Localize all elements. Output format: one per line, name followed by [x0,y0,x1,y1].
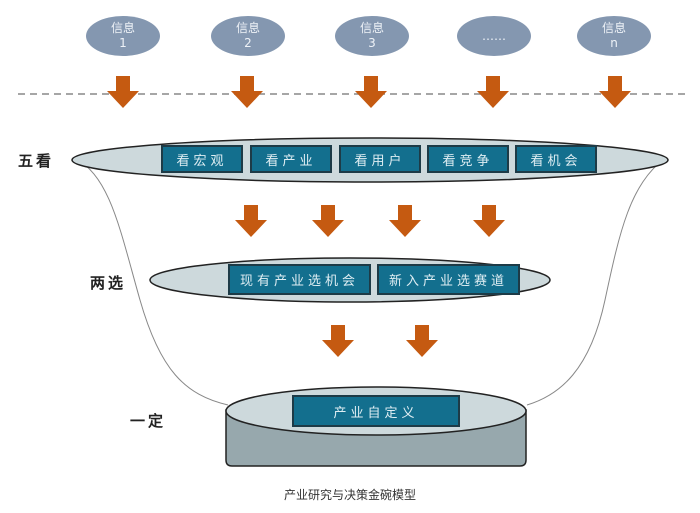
box-existing-industry: 现有产业选机会 [228,264,371,295]
down-arrow-icon [231,76,263,108]
info-label: …… [482,28,506,43]
info-sub: 2 [244,36,252,50]
down-arrow-icon [473,205,505,237]
level-label-two-select: 两选 [90,274,127,292]
down-arrow-icon [355,76,387,108]
level-label-one-define: 一定 [130,412,167,430]
info-label: 信息 [235,21,260,35]
info-label: 信息 [601,21,626,35]
diagram-caption: 产业研究与决策金碗模型 [283,488,416,502]
info-sub: 1 [119,36,127,50]
down-arrow-icon [235,205,267,237]
box-industry-define: 产业自定义 [292,395,460,427]
bowl-left-edge [73,157,229,406]
box-industry: 看产业 [250,145,332,173]
info-label: 信息 [110,21,135,35]
bowl-right-edge [526,157,666,406]
down-arrow-icon [477,76,509,108]
down-arrow-icon [599,76,631,108]
info-label: 信息 [359,21,384,35]
info-node-ellipsis: …… [457,16,531,56]
down-arrow-icon [312,205,344,237]
info-sub: n [610,36,618,50]
box-opportunity: 看机会 [515,145,597,173]
box-competition: 看竞争 [427,145,509,173]
box-new-industry: 新入产业选赛道 [377,264,520,295]
info-sub: 3 [368,36,376,50]
down-arrow-icon [107,76,139,108]
down-arrow-icon [406,325,438,357]
box-user: 看用户 [339,145,421,173]
box-macro: 看宏观 [161,145,243,173]
level-label-five-look: 五看 [18,152,55,170]
down-arrow-icon [389,205,421,237]
down-arrow-icon [322,325,354,357]
